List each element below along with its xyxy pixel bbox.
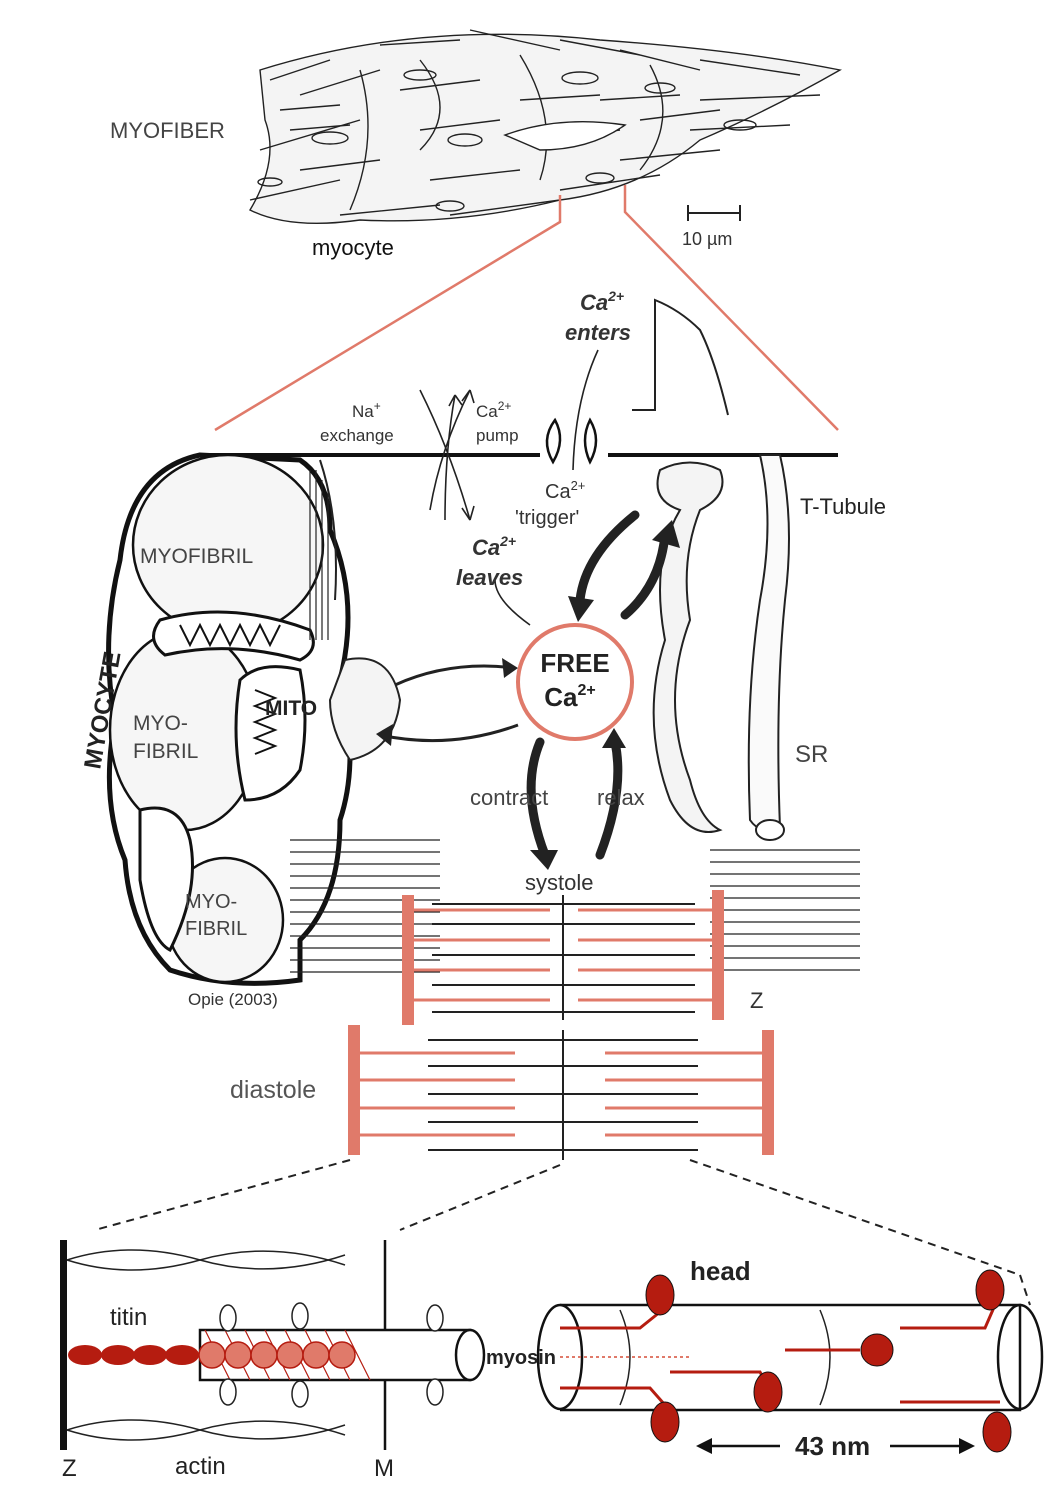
- sarcomere-systole: [402, 890, 724, 1025]
- myofibril-label-2a: MYO-: [133, 712, 188, 735]
- contract-label: contract: [470, 785, 548, 810]
- exchange-arrows: [380, 666, 518, 741]
- scale-bar-label: 10 µm: [682, 229, 732, 249]
- action-potential-trace: [632, 300, 728, 415]
- relax-label: relax: [597, 785, 645, 810]
- myofibril-label-3a: MYO-: [185, 891, 237, 913]
- myofiber-sketch: [250, 30, 840, 223]
- titin-label: titin: [110, 1304, 147, 1331]
- t-tubule-label: T-Tubule: [800, 494, 886, 519]
- ca-trigger-label: Ca2+: [545, 478, 585, 503]
- ca-pump-label: Ca2+: [476, 399, 511, 421]
- ca-pump-label-2: pump: [476, 426, 519, 445]
- free-label: FREE: [540, 648, 609, 678]
- mito-label: MITO: [265, 697, 317, 720]
- z-right-label: Z: [750, 988, 763, 1013]
- myocyte-top-label: myocyte: [312, 235, 394, 260]
- ca-enters-label: Ca2+: [580, 288, 624, 315]
- head-label: head: [690, 1256, 751, 1286]
- ca-leaves-label-2: leaves: [456, 565, 523, 590]
- t-tubule: [749, 455, 789, 840]
- diastole-label: diastole: [230, 1076, 316, 1104]
- actin-label: actin: [175, 1453, 226, 1480]
- myosin-label: myosin: [486, 1347, 556, 1369]
- ca-leaves-label: Ca2+: [472, 533, 516, 560]
- scale-bar: [688, 205, 740, 221]
- ca-enters-label-2: enters: [565, 320, 631, 345]
- thin-filament-detail: [60, 1240, 484, 1450]
- citation-label: Opie (2003): [188, 990, 278, 1009]
- na-exchange-label: Na+: [352, 399, 381, 421]
- nm-label: 43 nm: [795, 1431, 870, 1461]
- calcium-channel: [547, 420, 596, 462]
- thick-filament-detail: [538, 1270, 1042, 1452]
- sr-label: SR: [795, 741, 828, 768]
- myofibril-label-3b: FIBRIL: [185, 918, 247, 940]
- zoom-lines-bottom: [95, 1160, 1030, 1305]
- myofiber-label: MYOFIBER: [110, 118, 225, 143]
- systole-label: systole: [525, 870, 593, 895]
- sarcomere-diastole: [348, 1025, 774, 1160]
- myofibril-label-1: MYOFIBRIL: [140, 545, 253, 568]
- z-bottom-label: Z: [62, 1455, 77, 1482]
- m-bottom-label: M: [374, 1455, 394, 1482]
- ca-trigger-label-2: 'trigger': [515, 507, 579, 529]
- myofibril-label-2b: FIBRIL: [133, 740, 198, 763]
- na-exchange-label-2: exchange: [320, 426, 394, 445]
